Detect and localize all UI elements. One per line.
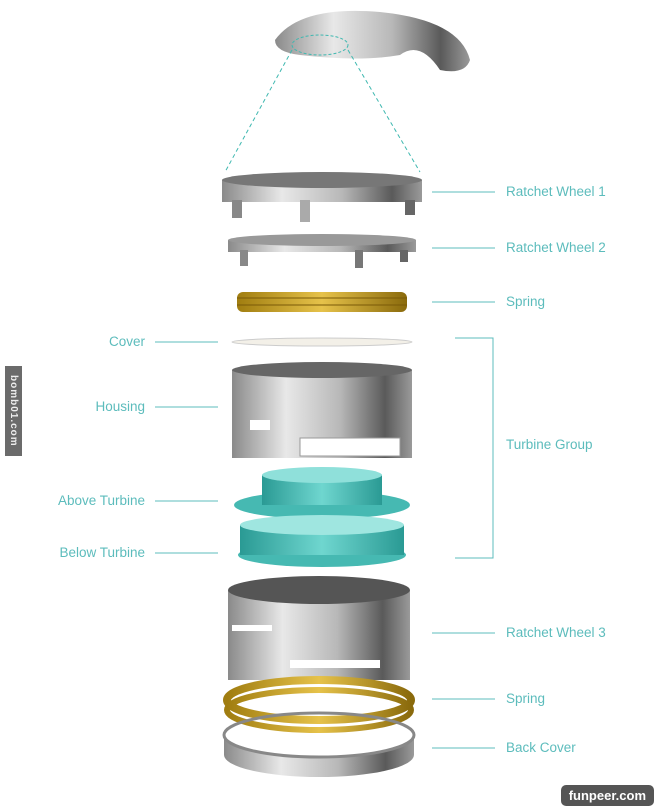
label-back-cover: Back Cover: [506, 740, 576, 755]
leader-lines: [155, 191, 495, 749]
label-below-turbine: Below Turbine: [59, 545, 145, 560]
cover-part: [231, 337, 413, 347]
ratchet-wheel-3-part: [228, 576, 410, 680]
dashed-projection-lines: [224, 49, 421, 173]
below-turbine-part: [238, 515, 406, 567]
label-cover: Cover: [108, 334, 145, 349]
above-turbine-part: [234, 467, 410, 519]
label-turbine-group: Turbine Group: [506, 437, 593, 452]
label-spring-bottom: Spring: [506, 691, 546, 706]
ratchet-wheel-2-part: [228, 234, 416, 268]
housing-part: [232, 362, 412, 458]
corner-watermark: funpeer.com: [560, 785, 654, 806]
ratchet-wheel-1-part: [222, 172, 422, 222]
faucet: [275, 10, 470, 72]
spring-bottom-part: [223, 676, 415, 733]
back-cover-part: [222, 711, 416, 777]
label-ratchet-wheel-2: Ratchet Wheel 2: [506, 240, 606, 255]
label-spring-top: Spring: [506, 294, 546, 309]
label-above-turbine: Above Turbine: [57, 493, 145, 508]
side-watermark: bomb01.com: [5, 366, 22, 456]
label-ratchet-wheel-3: Ratchet Wheel 3: [506, 625, 606, 640]
spring-top-part: [237, 292, 407, 312]
label-housing: Housing: [95, 399, 145, 414]
label-ratchet-wheel-1: Ratchet Wheel 1: [506, 184, 606, 199]
